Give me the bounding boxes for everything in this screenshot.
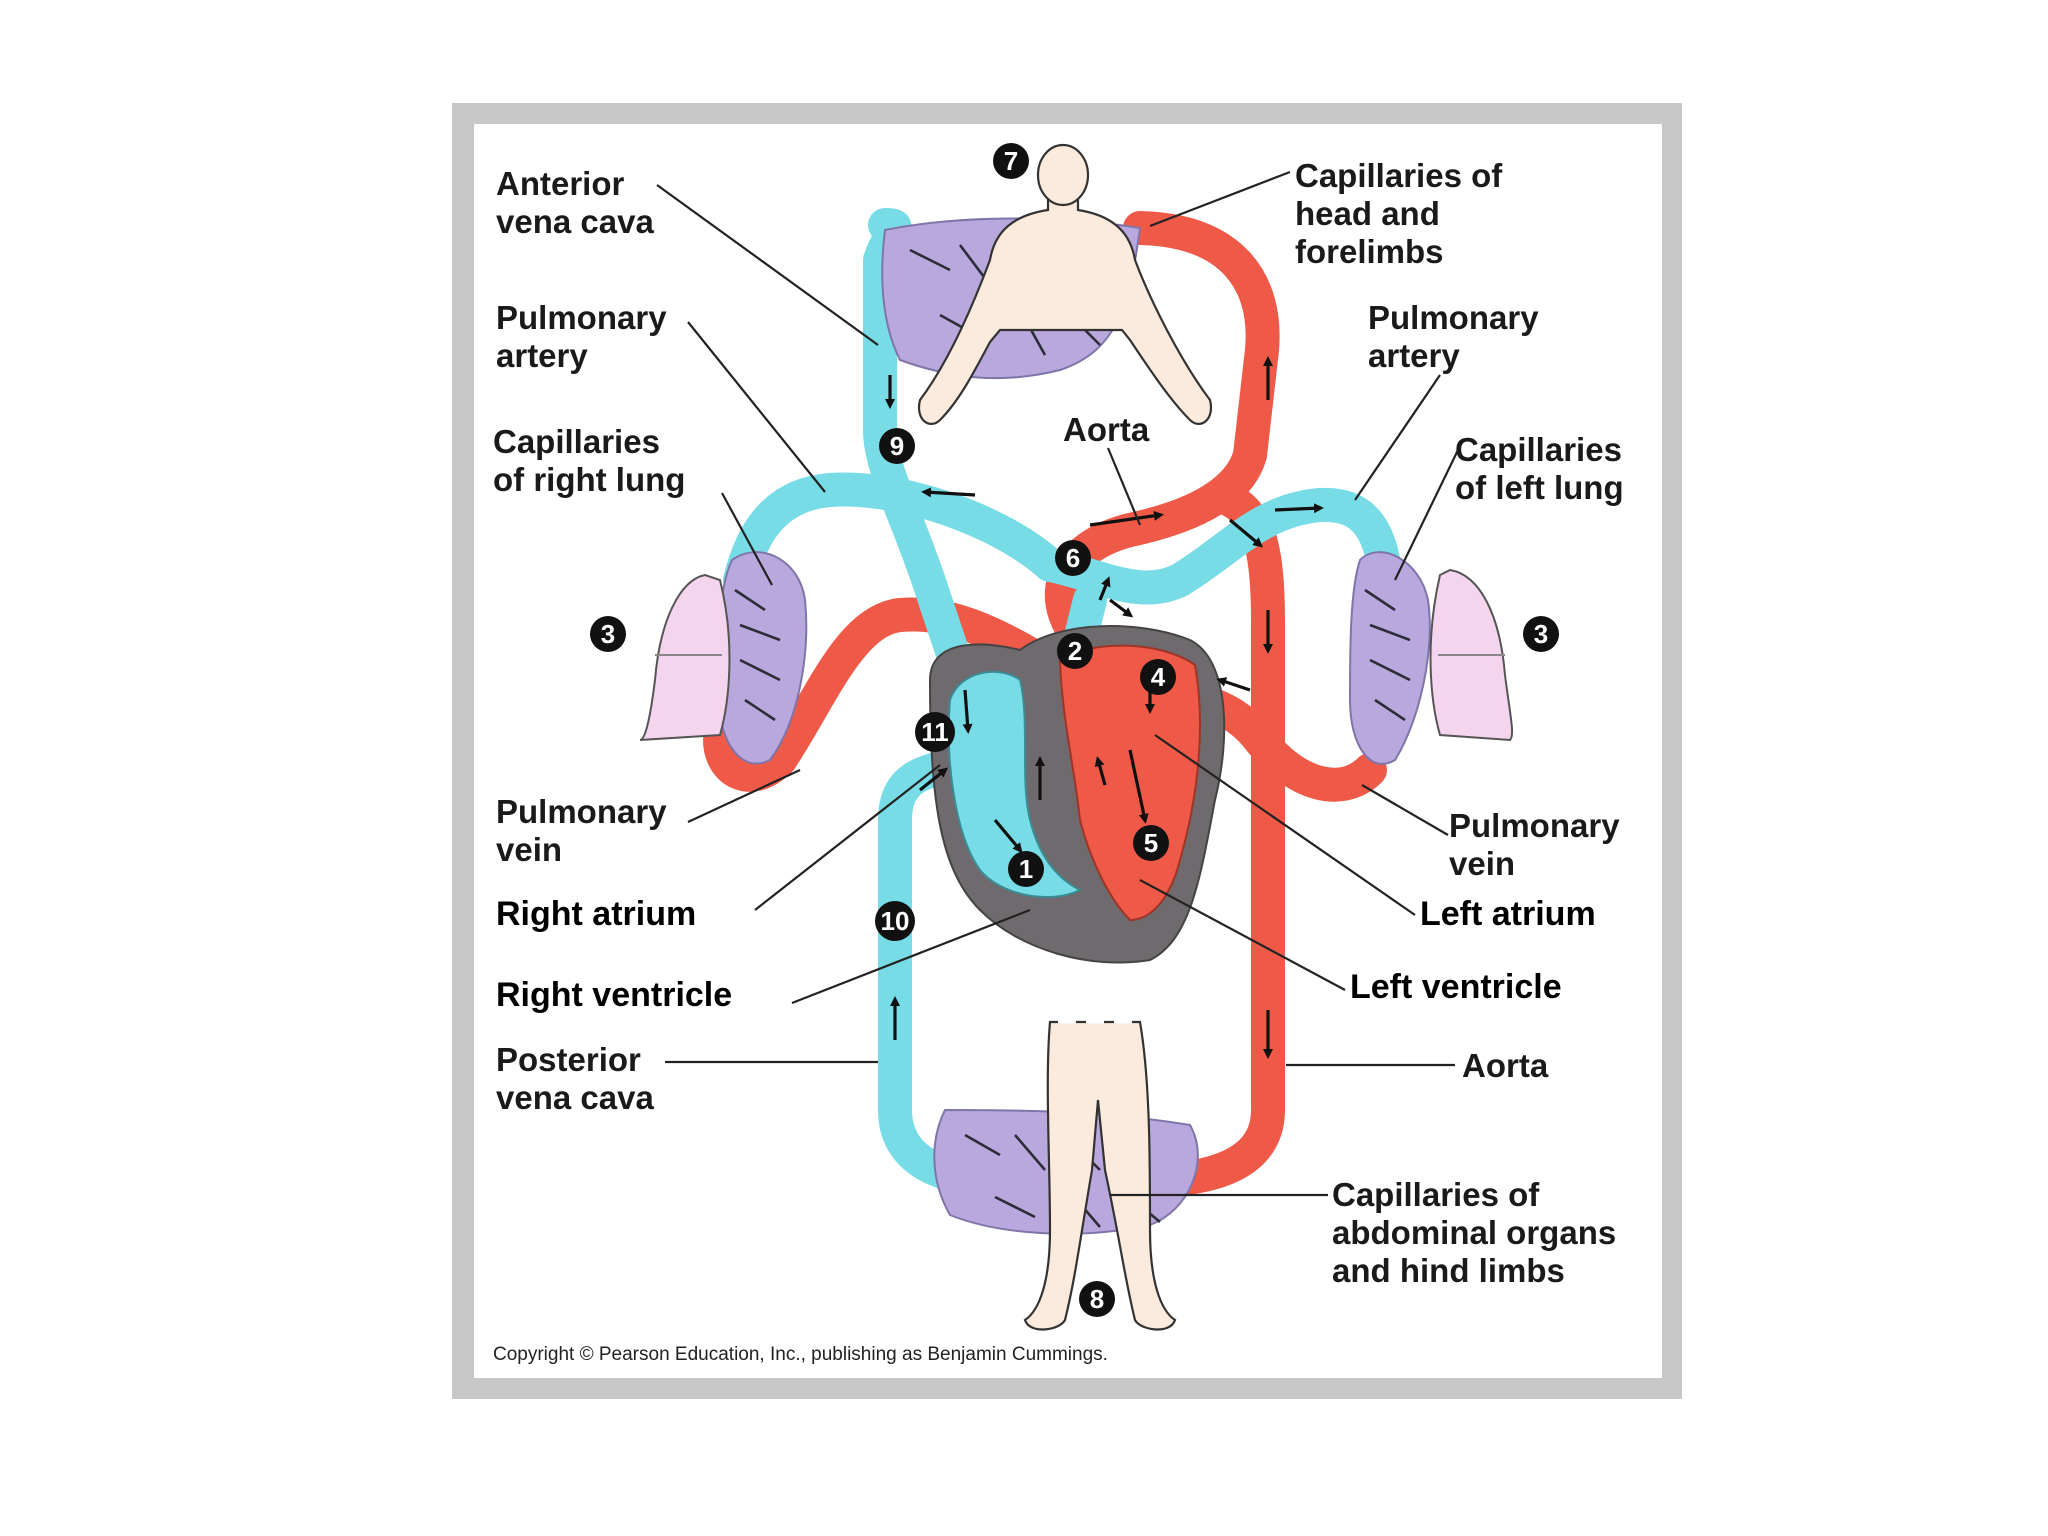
- text-labels: Anterior vena cava Capillaries of head a…: [493, 157, 1631, 1365]
- step-badge-7: 7: [993, 143, 1029, 179]
- svg-text:5: 5: [1144, 828, 1158, 858]
- step-badge-5: 5: [1133, 825, 1169, 861]
- step-badges: 7 9 6 3 3 2 4 11 5 1 10 8: [590, 143, 1559, 1317]
- pulmonary-vein-left-vessel: [703, 597, 1122, 792]
- svg-text:3: 3: [601, 619, 615, 649]
- right-heart-chambers: [947, 670, 1083, 898]
- upper-body-figure: [917, 159, 1213, 425]
- right-lung: [639, 573, 731, 741]
- label-left-atrium: Left atrium: [1420, 895, 1596, 933]
- label-capillaries-head: Capillaries of head and forelimbs: [1295, 157, 1511, 270]
- lower-body-figure: [1023, 1020, 1177, 1331]
- svg-text:1: 1: [1019, 854, 1033, 884]
- step-badge-4: 4: [1140, 659, 1176, 695]
- label-aorta-bottom: Aorta: [1462, 1047, 1549, 1084]
- label-aorta-top: Aorta: [1063, 411, 1150, 448]
- human-figures: [917, 143, 1213, 1331]
- svg-text:8: 8: [1090, 1284, 1104, 1314]
- svg-text:4: 4: [1151, 662, 1166, 692]
- step-badge-2: 2: [1057, 633, 1093, 669]
- step-badge-3-right: 3: [1523, 616, 1559, 652]
- label-anterior-vena-cava: Anterior vena cava: [496, 165, 654, 240]
- label-capillaries-right-lung: Capillaries of right lung: [493, 423, 685, 498]
- left-lung-capillary-bed: [1348, 551, 1431, 765]
- label-pulmonary-vein-left: Pulmonary vein: [496, 793, 676, 868]
- svg-text:3: 3: [1534, 619, 1548, 649]
- step-badge-3-left: 3: [590, 616, 626, 652]
- label-posterior-vena-cava: Posterior vena cava: [496, 1041, 654, 1116]
- step-badge-10: 10: [875, 901, 915, 941]
- svg-text:10: 10: [881, 906, 910, 936]
- svg-text:11: 11: [921, 717, 949, 747]
- step-badge-6: 6: [1055, 540, 1091, 576]
- label-right-atrium: Right atrium: [496, 895, 696, 933]
- label-right-ventricle: Right ventricle: [496, 976, 732, 1014]
- copyright-notice: Copyright © Pearson Education, Inc., pub…: [493, 1344, 1108, 1365]
- svg-text:6: 6: [1066, 543, 1080, 573]
- svg-text:9: 9: [890, 431, 904, 461]
- label-pulmonary-vein-right: Pulmonary vein: [1449, 807, 1629, 882]
- step-badge-8: 8: [1079, 1281, 1115, 1317]
- svg-text:7: 7: [1004, 146, 1018, 176]
- flow-arrows: [885, 356, 1324, 1059]
- label-capillaries-left-lung: Capillaries of left lung: [1455, 431, 1631, 506]
- leader-lines: [656, 170, 1459, 1197]
- label-left-ventricle: Left ventricle: [1350, 968, 1562, 1006]
- step-badge-1: 1: [1008, 851, 1044, 887]
- step-badge-11: 11: [915, 712, 955, 752]
- label-pulmonary-artery-left: Pulmonary artery: [496, 299, 676, 374]
- pulmonary-artery-left-vessel: [723, 472, 1067, 597]
- label-pulmonary-artery-right: Pulmonary artery: [1368, 299, 1548, 374]
- pulmonary-artery-right-vessel: [1033, 487, 1402, 605]
- label-capillaries-abdominal: Capillaries of abdominal organs and hind…: [1332, 1176, 1625, 1289]
- head-shape: [1036, 143, 1090, 207]
- lungs: [639, 568, 1514, 742]
- svg-text:2: 2: [1068, 636, 1082, 666]
- step-badge-9: 9: [879, 428, 915, 464]
